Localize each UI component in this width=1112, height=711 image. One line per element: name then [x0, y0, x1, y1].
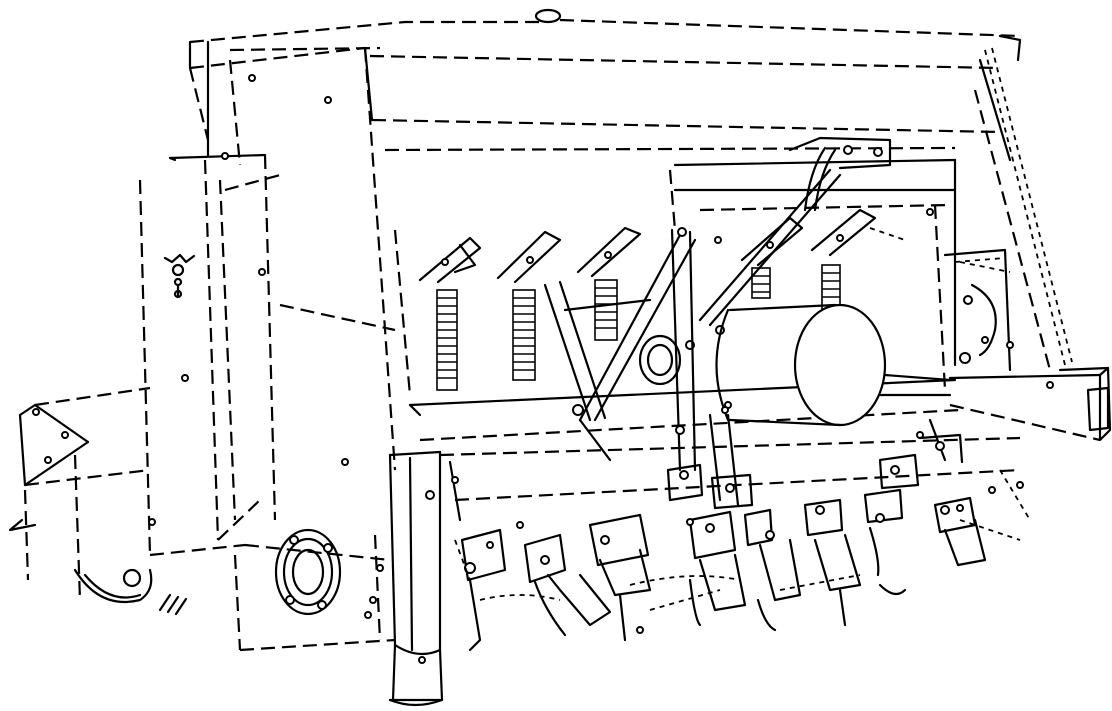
hopper-lid	[188, 8, 1022, 134]
feed-cups-upper	[418, 208, 1011, 284]
springs	[436, 264, 841, 391]
bearing-flange	[274, 528, 342, 616]
jack-stand	[388, 450, 444, 707]
inner-frame	[384, 146, 1012, 396]
left-wheel-bracket	[8, 386, 188, 616]
left-side-panel	[188, 40, 397, 471]
diagonal-links	[543, 168, 842, 462]
opener-unit	[516, 521, 612, 637]
opener-unit	[863, 488, 907, 596]
grease-fitting	[163, 253, 196, 299]
lower-hidden-lines	[454, 469, 1031, 634]
hopper-right-end	[973, 47, 1073, 371]
left-body	[138, 179, 396, 652]
opener-unit	[743, 508, 802, 632]
drive-drum	[715, 303, 952, 427]
left-column	[168, 152, 281, 541]
opener-stems	[670, 228, 947, 507]
right-plate	[959, 283, 1014, 364]
opener-unit	[933, 496, 987, 567]
right-square-tube	[948, 366, 1112, 442]
center-hub	[563, 298, 682, 386]
opener-unit	[803, 498, 862, 627]
opener-units	[460, 488, 987, 652]
opener-clamps	[666, 433, 964, 510]
opener-unit	[686, 510, 747, 627]
opener-unit	[588, 513, 652, 642]
opener-unit	[460, 528, 507, 652]
